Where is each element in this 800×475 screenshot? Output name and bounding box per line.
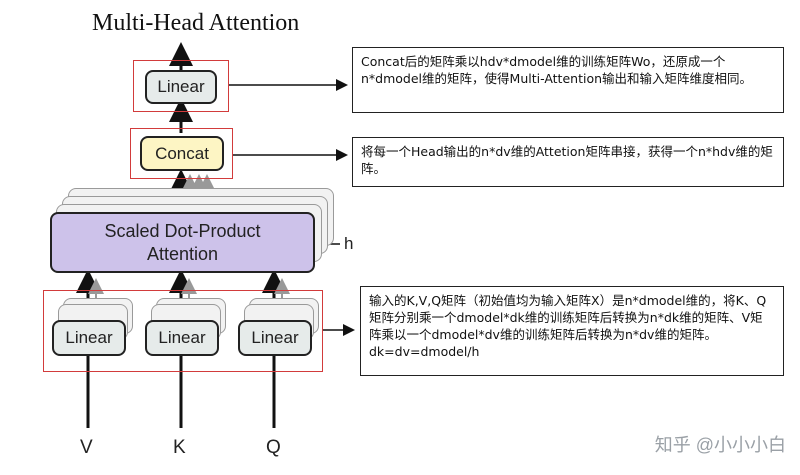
concat-note: 将每一个Head输出的n*dv维的Attetion矩阵串接，获得一个n*hdv维…: [352, 137, 784, 187]
top-linear-block: Linear: [145, 70, 217, 104]
input-k-label: K: [173, 437, 186, 458]
input-v-label: V: [80, 437, 93, 458]
linear-k-block: Linear: [145, 320, 219, 356]
linear-q-block: Linear: [238, 320, 312, 356]
watermark: 知乎 @小小小白: [654, 435, 786, 455]
diagram-title: Multi-Head Attention: [92, 10, 300, 36]
sdpa-label-line1: Scaled Dot-Product: [104, 220, 261, 241]
input-linears-frame: [43, 290, 323, 372]
concat-block: Concat: [140, 136, 224, 171]
heads-count-label: h: [344, 234, 354, 253]
linear-note: Concat后的矩阵乘以hdv*dmodel维的训练矩阵Wo，还原成一个n*dm…: [352, 47, 784, 113]
concat-frame: [130, 128, 233, 179]
input-q-label: Q: [266, 437, 281, 458]
input-note: 输入的K,V,Q矩阵（初始值均为输入矩阵X）是n*dmodel维的，将K、Q矩阵…: [360, 286, 784, 376]
scaled-dot-product-attention-block: Scaled Dot-Product Attention: [50, 212, 315, 273]
top-linear-frame: [133, 60, 229, 112]
linear-v-block: Linear: [52, 320, 126, 356]
sdpa-label-line2: Attention: [146, 243, 219, 264]
